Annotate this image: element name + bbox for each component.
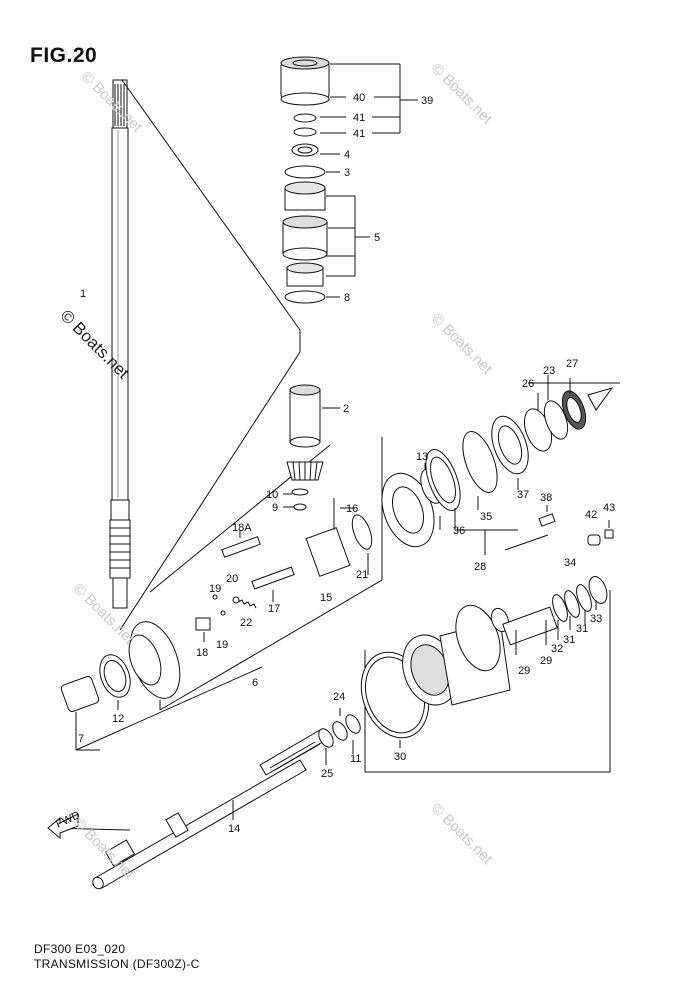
part-label-41b: 41 xyxy=(353,128,365,140)
part-label-4: 4 xyxy=(344,149,350,161)
part-label-26: 26 xyxy=(522,378,534,390)
part-label-16: 16 xyxy=(346,503,358,515)
part-label-32: 32 xyxy=(551,643,563,655)
figure-code: DF300 E03_020 xyxy=(34,942,126,956)
part-label-13: 13 xyxy=(416,451,428,463)
pins-and-spring xyxy=(195,530,295,642)
part-label-6: 6 xyxy=(252,677,258,689)
drive-shaft xyxy=(109,79,131,609)
part-label-7: 7 xyxy=(78,733,84,745)
part-label-22: 22 xyxy=(240,617,252,629)
part-label-43: 43 xyxy=(603,502,615,514)
part-label-11: 11 xyxy=(350,753,361,765)
part-label-10: 10 xyxy=(266,489,278,501)
part-label-25: 25 xyxy=(321,768,333,780)
part-labels: 1 2 3 4 5 6 7 8 9 10 11 12 13 14 15 16 1… xyxy=(78,92,615,835)
part-label-36: 36 xyxy=(453,525,465,537)
figure-title: FIG.20 xyxy=(30,44,98,67)
forward-gear-assembly xyxy=(305,468,444,577)
part-label-14: 14 xyxy=(228,823,240,835)
part-label-2: 2 xyxy=(343,403,349,415)
part-label-5: 5 xyxy=(374,232,380,244)
part-label-19b: 19 xyxy=(216,639,228,651)
part-label-41a: 41 xyxy=(353,112,365,124)
part-label-27: 27 xyxy=(566,358,578,370)
part-label-31b: 31 xyxy=(576,623,588,635)
rear-bearings xyxy=(424,375,614,555)
part-label-24: 24 xyxy=(333,691,345,703)
part-label-23: 23 xyxy=(543,365,555,377)
propeller-shaft-housing xyxy=(360,576,608,748)
bracket-39 xyxy=(320,63,418,298)
propeller-shaft xyxy=(92,708,361,890)
part-label-12: 12 xyxy=(112,713,124,725)
part-label-35: 35 xyxy=(480,511,492,523)
part-label-39: 39 xyxy=(421,95,433,107)
bolts xyxy=(538,505,614,546)
part-label-15: 15 xyxy=(320,592,332,604)
part-label-29a: 29 xyxy=(518,665,530,677)
figure-caption: TRANSMISSION (DF300Z)-C xyxy=(34,957,200,971)
part-label-34: 34 xyxy=(564,557,576,569)
part-label-20: 20 xyxy=(226,573,238,585)
part-label-8: 8 xyxy=(344,292,350,304)
reverse-gear-assembly xyxy=(60,621,181,713)
part-label-19a: 19 xyxy=(209,583,221,595)
part-label-18: 18 xyxy=(196,647,208,659)
part-label-40: 40 xyxy=(353,92,365,104)
part-label-29b: 29 xyxy=(540,655,552,667)
part-label-31a: 31 xyxy=(563,634,575,646)
sleeve-and-pinion xyxy=(283,384,340,511)
part-label-18a: 18A xyxy=(232,522,252,534)
leader-lines xyxy=(47,79,620,831)
part-label-30: 30 xyxy=(394,751,406,763)
part-label-37: 37 xyxy=(517,489,529,501)
part-label-3: 3 xyxy=(344,167,350,179)
part-label-17: 17 xyxy=(268,603,280,615)
part-label-9: 9 xyxy=(272,502,278,514)
part-label-1: 1 xyxy=(80,288,86,300)
part-label-33: 33 xyxy=(590,613,602,625)
part-label-38: 38 xyxy=(540,492,552,504)
part-label-21: 21 xyxy=(356,569,368,581)
upper-bearing-stack xyxy=(280,56,330,304)
part-label-42: 42 xyxy=(585,509,597,521)
part-label-28: 28 xyxy=(474,561,486,573)
